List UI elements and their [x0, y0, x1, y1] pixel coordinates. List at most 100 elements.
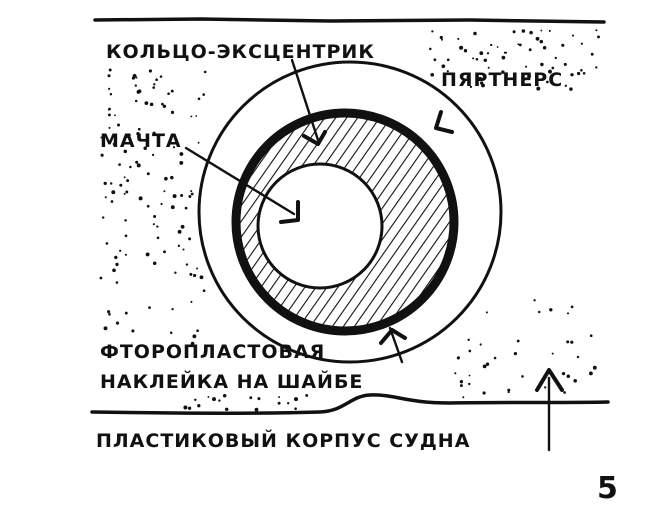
stipple-dot	[180, 224, 185, 229]
stipple-dot	[563, 62, 567, 66]
stipple-dot	[521, 29, 526, 33]
stipple-dot	[481, 83, 485, 88]
stipple-dot	[564, 84, 567, 87]
stipple-dot	[143, 146, 147, 150]
stipple-dot	[127, 133, 131, 137]
stipple-dot	[111, 190, 116, 195]
stipple-dot	[207, 395, 210, 398]
stipple-dot	[517, 43, 520, 46]
stipple-dot	[535, 36, 540, 41]
stipple-dot	[155, 78, 158, 82]
stipple-dot	[561, 371, 566, 376]
stipple-dot	[277, 401, 281, 405]
stipple-dot	[197, 141, 200, 144]
stipple-dot	[131, 329, 135, 333]
stipple-dot	[278, 396, 281, 399]
stipple-dot	[107, 310, 111, 314]
stipple-dot	[563, 391, 566, 394]
stipple-dot	[513, 351, 518, 356]
stipple-dot	[459, 384, 463, 388]
stipple-dot	[479, 343, 482, 346]
stipple-dot	[487, 66, 490, 69]
stipple-dot	[516, 339, 520, 343]
stipple-dot	[124, 253, 127, 256]
stipple-dot	[152, 86, 155, 89]
stipple-dot	[137, 127, 141, 131]
stipple-dot	[170, 110, 175, 115]
ptfe-leader-line	[388, 326, 404, 364]
stipple-dot	[188, 237, 192, 241]
stipple-dot	[218, 399, 221, 402]
leader-lines	[184, 58, 564, 452]
stipple-dot	[145, 252, 150, 257]
stipple-dot	[203, 70, 207, 74]
stipple-dot	[506, 74, 509, 77]
stipple-dot	[463, 72, 466, 75]
stipple-dot	[446, 58, 450, 62]
stipple-dot	[182, 248, 185, 251]
stipple-dot	[117, 123, 120, 127]
stipple-dot	[119, 183, 123, 187]
stipple-dot	[482, 364, 487, 369]
stipple-dot	[525, 65, 528, 68]
stipple-dot	[107, 113, 111, 117]
stipple-dot	[170, 89, 174, 93]
stipple-dot	[554, 56, 557, 60]
stipple-dot	[160, 202, 163, 206]
stipple-dot	[433, 58, 437, 62]
stipple-dot	[124, 219, 127, 222]
stipple-dot	[529, 30, 533, 35]
stipple-dot	[485, 362, 490, 366]
stipple-dot	[138, 196, 143, 201]
stipple-dot	[134, 84, 137, 87]
stipple-dot	[114, 255, 118, 260]
stipple-dot	[528, 48, 532, 52]
stipple-dot	[148, 306, 151, 309]
stipple-dot	[571, 34, 575, 37]
stipple-dot	[183, 405, 188, 410]
stipple-dot	[454, 372, 457, 375]
stipple-dot	[569, 87, 573, 91]
stipple-dot	[152, 131, 156, 135]
stipple-dot	[108, 126, 111, 129]
stipple-dot	[580, 69, 583, 72]
stipple-dot	[189, 272, 193, 276]
stipple-dot	[108, 87, 111, 90]
stipple-dot	[466, 75, 470, 79]
stipple-dot	[544, 386, 547, 389]
stipple-dot	[119, 249, 122, 252]
stipple-dot	[475, 58, 479, 61]
stipple-dot	[540, 62, 544, 67]
stipple-dot	[164, 176, 168, 181]
stipple-dot	[512, 30, 516, 34]
mast-circle	[256, 162, 384, 290]
stipple-dot	[125, 190, 129, 194]
stipple-dot	[202, 93, 205, 96]
deck-top-edge-line	[93, 17, 606, 24]
stipple-dot	[441, 64, 446, 69]
stipple-dot	[505, 72, 508, 75]
stipple-dot	[112, 268, 116, 273]
stipple-dot	[123, 149, 128, 154]
stipple-dot	[115, 281, 119, 284]
stipple-dot	[110, 200, 114, 203]
stipple-dot	[152, 261, 157, 266]
hull-line	[90, 393, 610, 415]
stipple-dot	[149, 102, 154, 107]
stipple-dot	[99, 276, 103, 280]
stipple-dot	[212, 397, 216, 402]
stipple-dot	[156, 225, 159, 228]
ring-arrow-head	[302, 130, 327, 146]
stipple-dot	[431, 30, 434, 33]
stipple-dot	[197, 404, 201, 408]
stipple-dot	[163, 190, 166, 193]
stipple-dot	[115, 262, 119, 267]
stipple-dot	[134, 99, 138, 103]
stipple-dot	[597, 35, 600, 39]
stipple-dot	[101, 216, 105, 219]
stipple-dot	[170, 205, 175, 210]
stipple-dot	[493, 356, 497, 360]
stipple-dot	[179, 152, 184, 156]
stipple-dot	[287, 402, 290, 405]
stipple-dot	[551, 66, 555, 70]
